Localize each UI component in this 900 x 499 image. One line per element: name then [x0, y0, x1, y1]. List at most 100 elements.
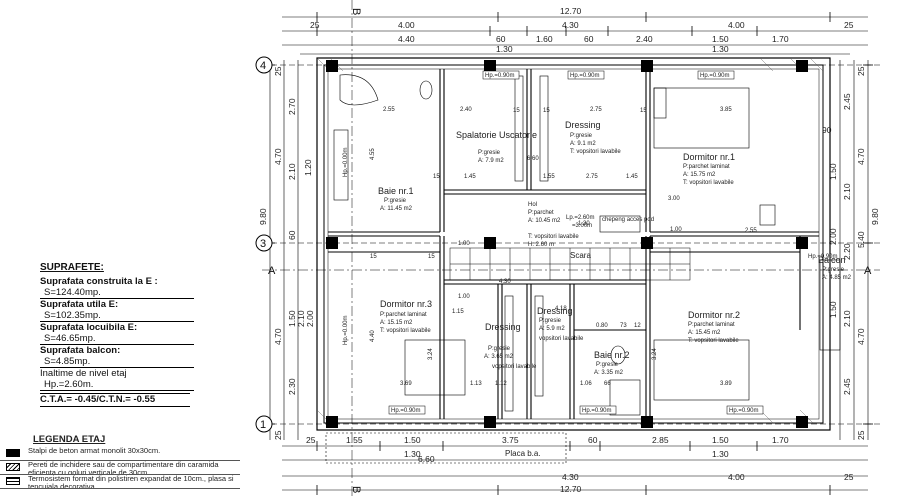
room-wall: T: vopsitori lavabile: [683, 180, 734, 186]
room-dormitor-3: Dormitor nr.3 P:parchet laminat A: 15.15…: [380, 299, 432, 334]
room-wall: T: vopsitori lavabile: [688, 338, 739, 344]
dim: 2.45: [842, 378, 852, 395]
window-tag-side: Hp.=0.00m: [343, 147, 349, 177]
dim-top-total: 12.70: [560, 6, 582, 16]
dim: 2.20: [842, 243, 852, 260]
dim: 1.70: [772, 34, 789, 44]
room-spalatorie: Spalatorie Uscatorie P:gresie A: 7.9 m2: [456, 130, 537, 164]
axis-4: 4: [260, 60, 266, 72]
room-name: Hol: [528, 202, 537, 208]
room-dressing-top: Dressing P:gresie A: 9.1 m2 T: vopsitori…: [565, 120, 621, 155]
room-area: A: 4.85 m2: [822, 275, 852, 281]
insulation-swatch-icon: [6, 477, 20, 485]
dim: 1.50: [712, 34, 729, 44]
room-dressing-mid: Dressing P:gresie A: 5.9 m2 vopsitori la…: [537, 306, 584, 342]
attic-dim: Lp.=2.60m: [566, 215, 595, 221]
room-area: A: 3.65 m2: [484, 354, 514, 360]
dim: 4.30: [562, 472, 579, 482]
room-floor: P:parchet: [528, 210, 554, 216]
dim: 15: [640, 108, 647, 114]
dim: 25: [273, 430, 283, 440]
axis-3: 3: [260, 238, 266, 250]
room-floor: P:gresie: [822, 267, 845, 273]
room-floor: P:gresie: [384, 198, 407, 204]
dim: 4.70: [856, 148, 866, 165]
dim: 1.13: [470, 381, 482, 387]
dim: 1.30: [578, 221, 590, 227]
dim: 2.70: [287, 98, 297, 115]
surface-label: Suprafata balcon:: [40, 345, 121, 356]
surface-value: S=124.40mp.: [40, 287, 194, 299]
attic-dim: =3.00m: [572, 223, 592, 229]
dim: 3.75: [502, 435, 519, 445]
room-name: Baie nr.2: [594, 350, 630, 360]
dim: 2.30: [287, 378, 297, 395]
section-a-left: A: [268, 265, 276, 277]
room-dormitor-1: Dormitor nr.1 P:parchet laminat A: 15.75…: [683, 152, 735, 186]
window-tag: Hp.=0.90m: [570, 73, 600, 79]
dim: 60: [588, 435, 598, 445]
dim: 6.60: [527, 156, 539, 162]
room-floor: P:parchet laminat: [683, 164, 730, 170]
room-floor: P:gresie: [570, 133, 593, 139]
dim: 1.00: [458, 294, 470, 300]
dim: 1.00: [670, 227, 682, 233]
dim: 4.00: [728, 20, 745, 30]
dim: 1.06: [580, 381, 592, 387]
dim: 15: [428, 254, 435, 260]
dim: 3.69: [400, 381, 412, 387]
room-dormitor-2: Dormitor nr.2 P:parchet laminat A: 15.45…: [688, 310, 740, 344]
section-b-top: B: [350, 8, 362, 15]
dim: 15: [370, 254, 377, 260]
dim: 2.40: [636, 34, 653, 44]
dim: 1.50: [712, 435, 729, 445]
dim-bottom-total: 12.70: [560, 484, 582, 494]
section-a-right: A: [864, 265, 872, 277]
room-name: Baie nr.1: [378, 186, 414, 196]
attic-label: chepeng acces pod: [602, 217, 654, 223]
room-hol: Hol P:parchet A: 10.45 m2 T: vopsitori l…: [528, 202, 579, 248]
surface-label: Suprafata construita la E :: [40, 276, 158, 287]
dim: 4.70: [856, 328, 866, 345]
dim-left-total: 9.80: [258, 208, 268, 225]
surface-label: Suprafata locuibila E:: [40, 322, 138, 333]
room-floor: P:parchet laminat: [688, 322, 735, 328]
column-swatch-icon: [6, 449, 20, 457]
dim-right-total: 9.80: [870, 208, 880, 225]
legend-panel: LEGENDA ETAJ Stalpi de beton armat monol…: [0, 434, 240, 489]
dim: 73: [620, 323, 627, 329]
legend-text: Termosistem format din polistiren expand…: [28, 475, 234, 489]
dim: 3.24: [652, 348, 658, 360]
dim: 25: [306, 435, 316, 445]
dim: 2.10: [296, 310, 306, 327]
window-tags: Hp.=0.90m Hp.=0.90m Hp.=0.90m Hp.=0.90m …: [343, 70, 838, 415]
surface-value: S=46.65mp.: [40, 333, 194, 345]
legend-text: Pereti de inchidere sau de compartimenta…: [28, 461, 219, 475]
dim: 1.30: [712, 44, 729, 54]
dim: 1.30: [404, 449, 421, 459]
dim: 25: [310, 20, 320, 30]
dims-right: 9.80 25 2.45 90 4.70 1.50 2.10 5.40 2.00…: [822, 66, 880, 440]
dim: 4.00: [398, 20, 415, 30]
room-scara: Scara: [570, 251, 591, 260]
dim: 12: [634, 323, 641, 329]
window-tag: Hp.=0.90m: [391, 408, 421, 414]
dim: 15: [543, 108, 550, 114]
dims-left: 9.80 25 2.70 4.70 2.10 1.20 60 1.50 2.10…: [258, 66, 315, 440]
room-area: A: 7.9 m2: [478, 158, 504, 164]
dims-top: 12.70 25 4.00 4.30 4.00 25 4.40 60 1.60 …: [310, 6, 854, 54]
dim: 1.70: [772, 435, 789, 445]
surface-value: S=4.85mp.: [40, 356, 194, 368]
dim: 1.45: [626, 174, 638, 180]
placa-label: Placa b.a.: [505, 449, 541, 458]
dim: 1.50: [404, 435, 421, 445]
room-wall: T: vopsitori lavabile: [570, 149, 621, 155]
brick-wall-swatch-icon: [6, 463, 20, 471]
room-name: Dormitor nr.3: [380, 299, 432, 309]
dim: 1.12: [495, 381, 507, 387]
dim: 90: [822, 125, 832, 135]
room-area: A: 10.45 m2: [528, 218, 561, 224]
room-wall: T: vopsitori lavabile: [528, 234, 579, 240]
dim: 1.00: [458, 241, 470, 247]
